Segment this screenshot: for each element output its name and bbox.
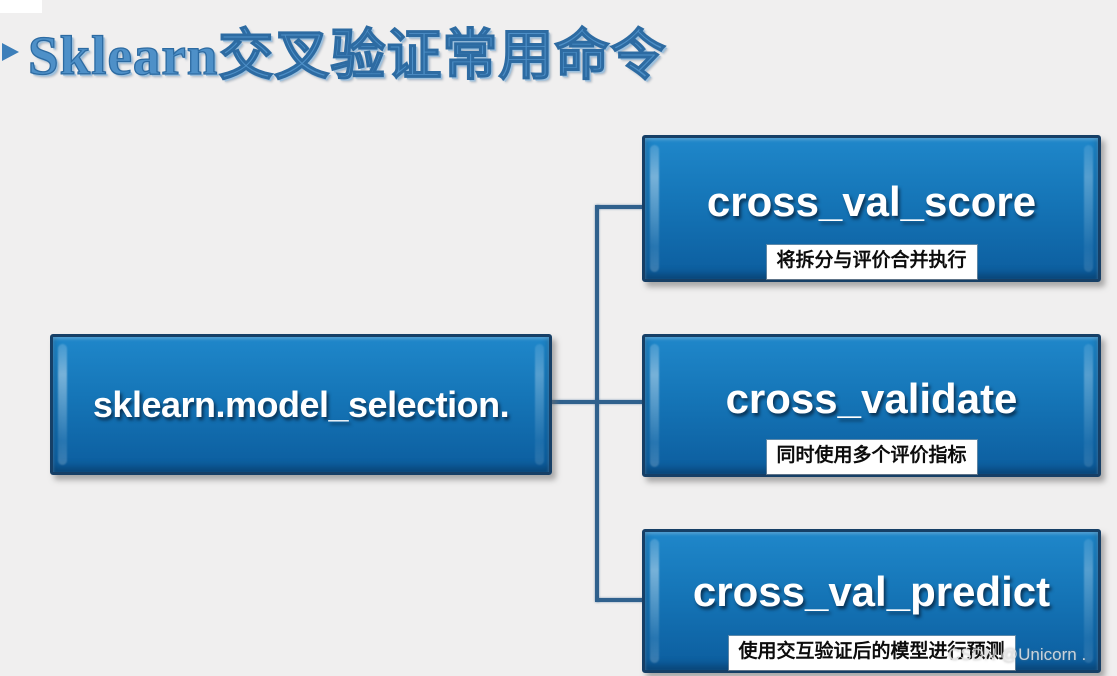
node-model-selection: sklearn.model_selection. <box>50 334 552 475</box>
node-cross-val-predict: cross_val_predict 使用交互验证后的模型进行预测 <box>642 529 1101 673</box>
node-note: 同时使用多个评价指标 <box>766 440 977 474</box>
page-title: Sklearn交叉验证常用命令 <box>27 24 667 86</box>
connector-branch-middle <box>550 400 644 404</box>
connector-branch-top <box>597 205 644 209</box>
node-cross-validate: cross_validate 同时使用多个评价指标 <box>642 334 1101 477</box>
node-note: 将拆分与评价合并执行 <box>766 245 977 279</box>
node-label: sklearn.model_selection. <box>92 383 510 425</box>
node-note: 使用交互验证后的模型进行预测 <box>728 636 1015 670</box>
node-label: cross_validate <box>725 374 1018 422</box>
top-left-white-patch <box>0 0 42 13</box>
node-label: cross_val_score <box>706 177 1037 225</box>
arrow-bullet-icon <box>2 43 19 61</box>
node-label: cross_val_predict <box>692 568 1051 615</box>
connector-branch-bottom <box>597 598 644 602</box>
csdn-watermark: CSDN @Unicorn . <box>948 645 1087 664</box>
node-cross-val-score: cross_val_score 将拆分与评价合并执行 <box>642 135 1101 282</box>
